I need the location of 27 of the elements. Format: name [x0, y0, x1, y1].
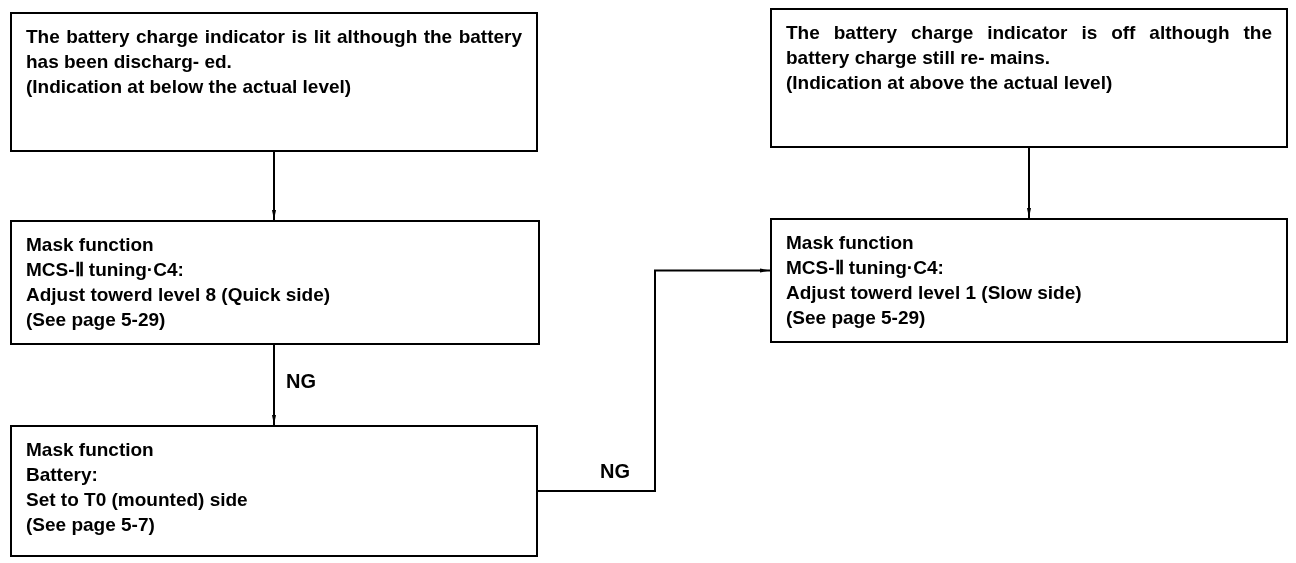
box-text: The battery charge indicator is lit although the battery has been discharg- ed. — [26, 25, 522, 74]
box-text: Set to T0 (mounted) side — [26, 488, 249, 512]
process-box — [770, 218, 1288, 343]
arrow — [272, 344, 276, 426]
box-text: MCS-Ⅱ tuning·C4: — [26, 258, 185, 282]
box-text: Adjust towerd level 1 (Slow side) — [786, 281, 1083, 305]
arrow — [272, 151, 276, 221]
arrow — [537, 268, 771, 492]
box-text: The battery charge indicator is off although the battery charge still re- mains. — [786, 21, 1272, 70]
box-text: Adjust towerd level 8 (Quick side) — [26, 283, 332, 307]
edge-label: NG — [598, 461, 632, 481]
box-text: Mask function — [26, 233, 155, 257]
edge-label: NG — [284, 371, 318, 391]
arrow — [1027, 147, 1031, 219]
box-text: (Indication at above the actual level) — [786, 71, 1114, 95]
process-box — [770, 8, 1288, 148]
box-text: (Indication at below the actual level) — [26, 75, 353, 99]
box-text: Mask function — [786, 231, 915, 255]
process-box — [10, 220, 540, 345]
box-text: MCS-Ⅱ tuning·C4: — [786, 256, 945, 280]
box-text: Battery: — [26, 463, 99, 487]
process-box — [10, 425, 538, 557]
box-text: Mask function — [26, 438, 155, 462]
process-box — [10, 12, 538, 152]
box-text: (See page 5-29) — [26, 308, 167, 332]
box-text: (See page 5-7) — [26, 513, 156, 537]
box-text: (See page 5-29) — [786, 306, 927, 330]
